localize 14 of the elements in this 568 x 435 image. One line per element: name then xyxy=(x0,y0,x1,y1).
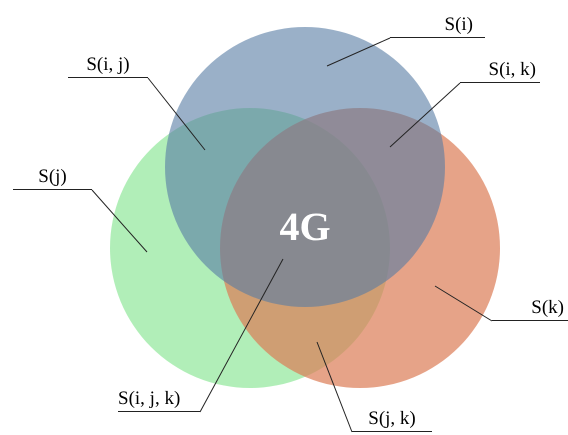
leader-label: S(j, k) xyxy=(352,404,432,432)
leader-label: S(i, j) xyxy=(68,50,148,78)
leader-label: S(i, k) xyxy=(460,55,540,83)
leader-label: S(j) xyxy=(13,162,92,190)
leader-line xyxy=(390,82,460,148)
center-label: 4G xyxy=(278,203,332,251)
leader-line xyxy=(326,38,390,66)
leader-line xyxy=(92,190,148,252)
leader-line xyxy=(200,258,284,412)
leader-line xyxy=(148,78,206,150)
leader-label: S(i) xyxy=(390,10,485,38)
leader-label: S(k) xyxy=(492,293,568,321)
leader-label: S(i, j, k) xyxy=(118,384,200,412)
leader-line xyxy=(316,342,352,432)
